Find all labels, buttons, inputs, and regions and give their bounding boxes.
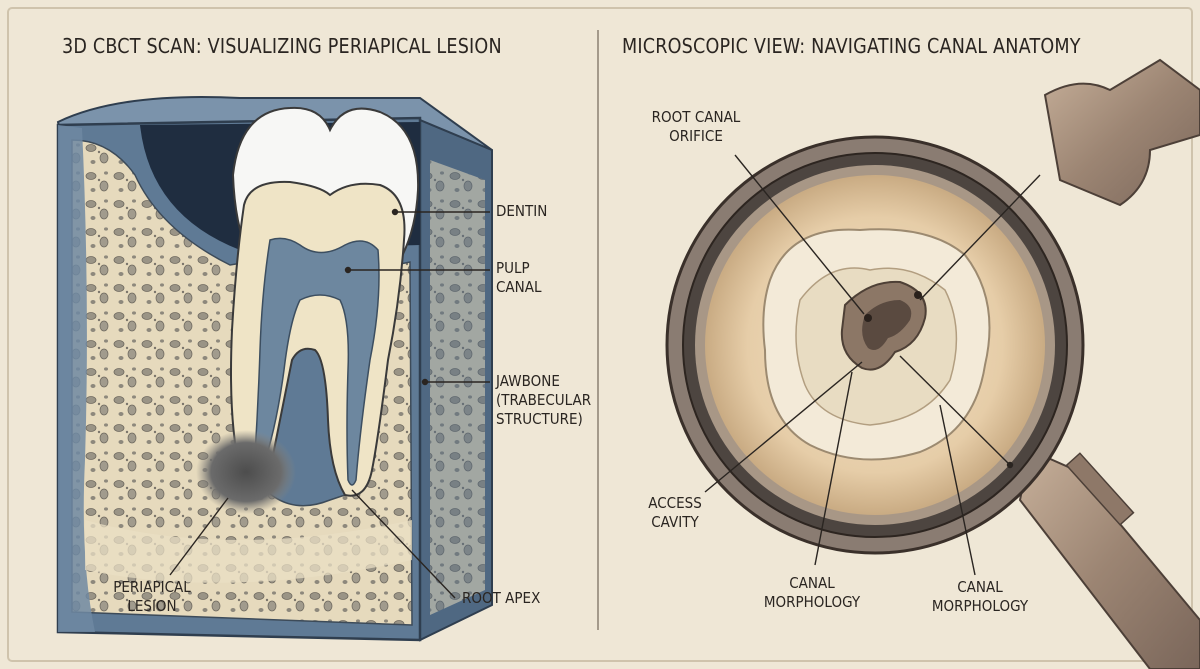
magnifier-lens xyxy=(665,135,1085,555)
label-lesion-text-2: LESION xyxy=(127,597,177,615)
label-morph-b-text-2: MORPHOLOGY xyxy=(931,597,1029,615)
label-jaw-text-3: STRUCTURE) xyxy=(496,410,583,428)
label-dentin-text: DENTIN xyxy=(496,202,548,220)
label-morph-a-text-1: CANAL xyxy=(789,574,835,592)
magnifier-handle xyxy=(1018,58,1200,669)
label-access-cavity: ACCESS CAVITY xyxy=(635,494,716,532)
label-orifice-text-1: ROOT CANAL xyxy=(651,108,741,126)
outer-frame xyxy=(7,7,1193,662)
label-root-canal-orifice: ROOT CANAL ORIFICE xyxy=(642,108,750,146)
label-canal-morphology-b: CANAL MORPHOLOGY xyxy=(926,578,1034,616)
label-jawbone: JAWBONE (TRABECULAR STRUCTURE) xyxy=(496,372,591,429)
label-periapical-lesion: PERIAPICAL LESION xyxy=(98,578,206,616)
label-pulp-text-1: PULP xyxy=(496,259,530,277)
label-canal-morphology-a: CANAL MORPHOLOGY xyxy=(758,574,866,612)
label-orifice-text-2: ORIFICE xyxy=(669,127,723,145)
label-access-text-2: CAVITY xyxy=(651,513,699,531)
label-apex-text: ROOT APEX xyxy=(462,589,541,607)
label-pulp-canal: PULP CANAL xyxy=(496,259,542,297)
label-access-text-1: ACCESS xyxy=(648,494,702,512)
right-panel-title: MICROSCOPIC VIEW: NAVIGATING CANAL ANATO… xyxy=(622,34,1081,58)
label-morph-b-text-1: CANAL xyxy=(957,578,1003,596)
periapical-lesion xyxy=(196,430,296,514)
label-pulp-text-2: CANAL xyxy=(496,278,542,296)
label-dentin: DENTIN xyxy=(496,202,547,221)
label-jaw-text-2: (TRABECULAR xyxy=(496,391,592,409)
label-jaw-text-1: JAWBONE xyxy=(496,372,560,390)
left-panel-title: 3D CBCT SCAN: VISUALIZING PERIAPICAL LES… xyxy=(62,34,502,58)
tooth-cross-section xyxy=(230,106,420,497)
label-root-apex: ROOT APEX xyxy=(462,589,540,608)
left-leader-lines xyxy=(169,208,490,599)
label-morph-a-text-2: MORPHOLOGY xyxy=(763,593,861,611)
label-lesion-text-1: PERIAPICAL xyxy=(113,578,191,596)
right-leader-lines xyxy=(704,154,1041,576)
